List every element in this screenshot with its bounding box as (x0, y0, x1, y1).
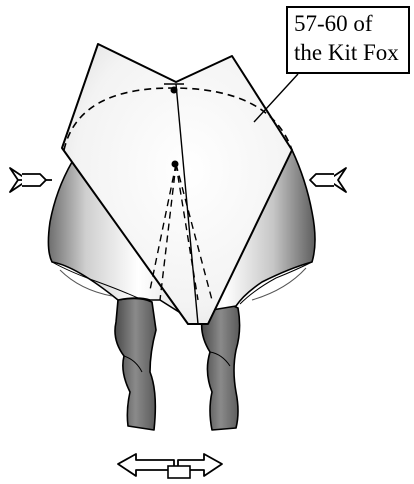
left-leg-flap (115, 298, 156, 430)
arrow-in-right-icon (310, 168, 346, 192)
top-reference-dot (171, 87, 178, 94)
step-callout-box: 57-60 of the Kit Fox (286, 6, 410, 74)
arrow-split-bottom-icon (118, 454, 222, 478)
callout-line-1: 57-60 of (294, 10, 373, 37)
arrow-in-left-icon (10, 168, 52, 192)
callout-pointer (254, 74, 298, 122)
center-reference-dot (172, 161, 179, 168)
callout-line-2: the Kit Fox (294, 39, 399, 66)
